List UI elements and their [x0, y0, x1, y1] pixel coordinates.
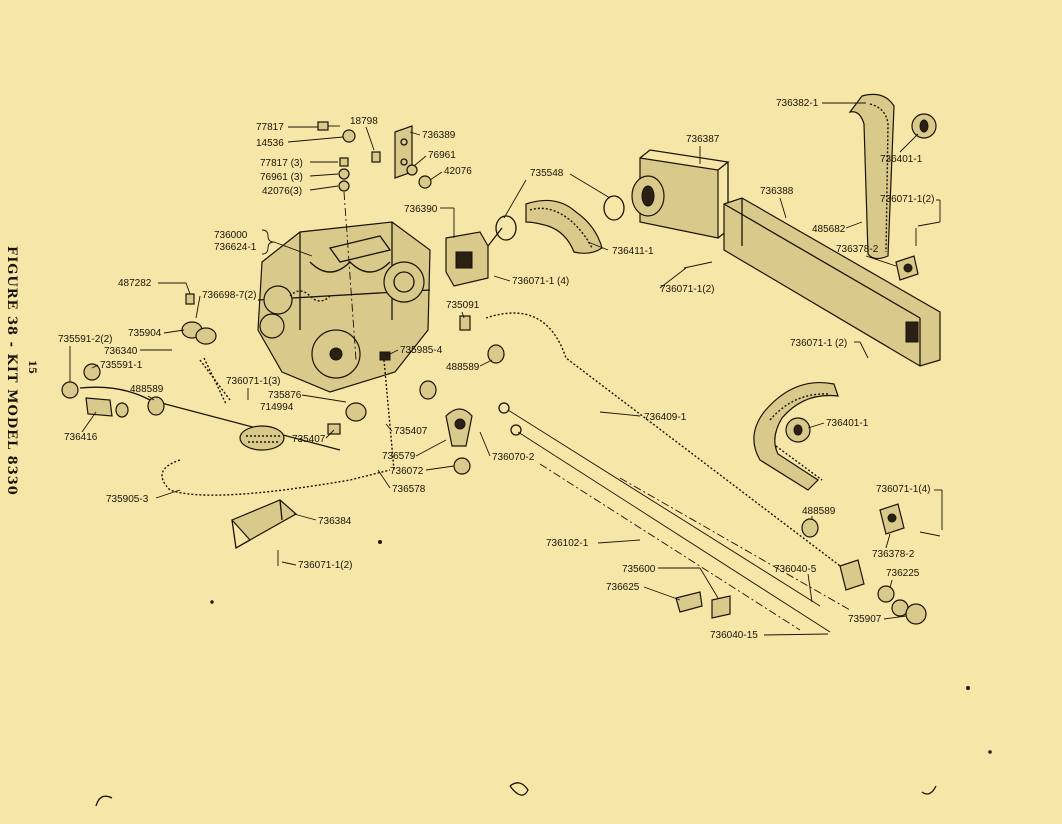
- label-735904: 735904: [128, 328, 162, 339]
- label-736378-2-low: 736378-2: [872, 549, 915, 560]
- duct-assembly: [445, 149, 730, 287]
- label-735905-3: 735905-3: [106, 494, 149, 505]
- label-736387: 736387: [686, 134, 720, 145]
- label-736000: 736000: [214, 230, 248, 241]
- label-736698-7-2: 736698-7(2): [202, 290, 256, 301]
- page-number: 15: [26, 360, 37, 374]
- label-487282: 487282: [118, 278, 152, 289]
- label-736340: 736340: [104, 346, 138, 357]
- label-736071-1-3: 736071-1(3): [226, 376, 280, 387]
- part-labels: 77817 14536 18798 736389 77817 (3) 76961…: [58, 98, 943, 641]
- label-488589-left: 488589: [130, 384, 164, 395]
- label-736071-1-2-bracket: 736071-1 (2): [790, 338, 847, 349]
- label-736384: 736384: [318, 516, 352, 527]
- label-736388: 736388: [760, 186, 794, 197]
- label-736102-1: 736102-1: [546, 538, 589, 549]
- label-736390: 736390: [404, 204, 438, 215]
- label-736401-1-top: 736401-1: [880, 154, 923, 165]
- label-736389: 736389: [422, 130, 456, 141]
- label-736072: 736072: [390, 466, 424, 477]
- label-42076: 42076: [444, 166, 472, 177]
- mounting-brackets: [230, 499, 731, 619]
- label-735600: 735600: [622, 564, 656, 575]
- label-735091: 735091: [446, 300, 480, 311]
- label-736401-1-low: 736401-1: [826, 418, 869, 429]
- heater-unit: [257, 221, 431, 393]
- label-714994: 714994: [260, 402, 294, 413]
- figure-caption: FIGURE 38 - KIT MODEL 8330: [4, 246, 19, 496]
- label-485682: 485682: [812, 224, 846, 235]
- middle-parts: [181, 293, 505, 475]
- label-735876: 735876: [268, 390, 302, 401]
- label-736378-2-top: 736378-2: [836, 244, 879, 255]
- scan-marks: [95, 540, 992, 807]
- label-736416: 736416: [64, 432, 98, 443]
- label-735591-2-2: 735591-2(2): [58, 334, 112, 345]
- label-735548: 735548: [530, 168, 564, 179]
- long-duct: [723, 197, 941, 367]
- control-cables: [485, 312, 927, 633]
- label-18798: 18798: [350, 116, 378, 127]
- label-736624-1: 736624-1: [214, 242, 257, 253]
- label-77817-3: 77817 (3): [260, 158, 303, 169]
- label-14536: 14536: [256, 138, 284, 149]
- label-488589-right: 488589: [802, 506, 836, 517]
- label-488589-mid: 488589: [446, 362, 480, 373]
- label-736382-1: 736382-1: [776, 98, 819, 109]
- label-736411-1: 736411-1: [612, 246, 654, 257]
- label-735985-4: 735985-4: [400, 345, 443, 356]
- label-76961: 76961: [428, 150, 456, 161]
- label-736071-1-2-mid: 736071-1(2): [660, 284, 714, 295]
- label-76961-3: 76961 (3): [260, 172, 303, 183]
- label-735407-b: 735407: [394, 426, 428, 437]
- label-736225: 736225: [886, 568, 920, 579]
- label-736071-1-4-low: 736071-1(4): [876, 484, 930, 495]
- label-736040-15: 736040-15: [710, 630, 758, 641]
- label-736409-1: 736409-1: [644, 412, 687, 423]
- fuel-line-assembly: [61, 359, 395, 496]
- upper-right-hose: [683, 93, 937, 281]
- label-736578: 736578: [392, 484, 426, 495]
- top-hardware: [317, 121, 432, 361]
- label-735907: 735907: [848, 614, 882, 625]
- label-735591-1: 735591-1: [100, 360, 143, 371]
- label-736625: 736625: [606, 582, 640, 593]
- label-736071-1-2-bottom: 736071-1(2): [298, 560, 352, 571]
- label-42076-3: 42076(3): [262, 186, 302, 197]
- label-735407-a: 735407: [292, 434, 326, 445]
- label-736071-1-2-right: 736071-1(2): [880, 194, 934, 205]
- label-736579: 736579: [382, 451, 416, 462]
- label-736070-2: 736070-2: [492, 452, 535, 463]
- label-736071-1-4-top: 736071-1 (4): [512, 276, 569, 287]
- lower-right-hose: [753, 381, 941, 538]
- label-77817: 77817: [256, 122, 284, 133]
- label-736040-5: 736040-5: [774, 564, 817, 575]
